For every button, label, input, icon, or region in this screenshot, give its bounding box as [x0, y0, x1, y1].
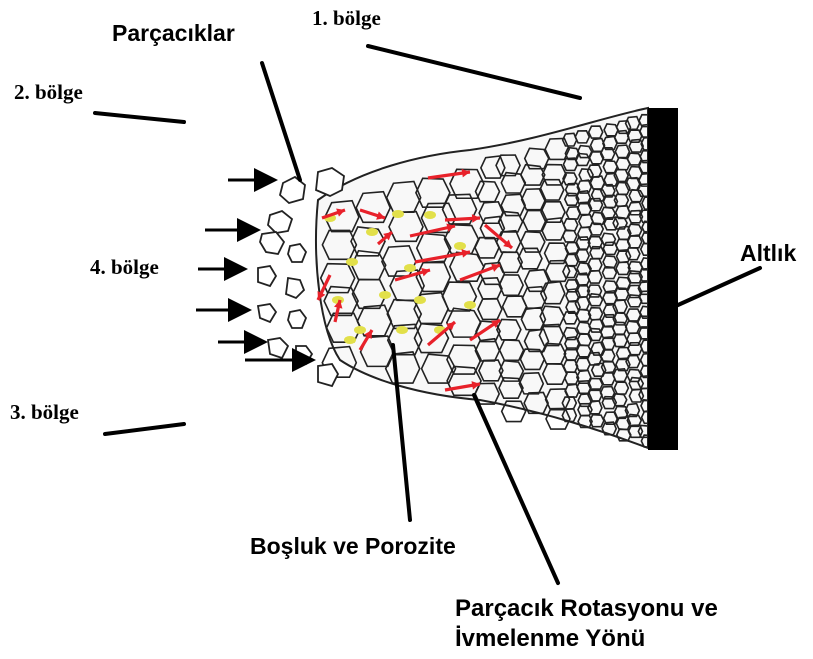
substrate-line — [678, 268, 760, 305]
zone1-line — [368, 46, 580, 98]
void-spot — [454, 242, 466, 250]
void-spot — [379, 291, 391, 299]
incoming-particle — [318, 364, 338, 386]
zone3-line — [105, 424, 184, 434]
incoming-particle — [258, 304, 276, 322]
incoming-particle — [268, 338, 288, 358]
incoming-particle — [268, 211, 292, 233]
substrate-bar — [648, 108, 678, 450]
incoming-arrows — [196, 180, 310, 360]
zone3-label: 3. bölge — [10, 400, 79, 425]
zone4-label: 4. bölge — [90, 255, 159, 280]
rotation-line — [474, 395, 558, 583]
void-spot — [366, 228, 378, 236]
incoming-particle — [288, 244, 306, 262]
void-label: Boşluk ve Porozite — [250, 533, 456, 560]
void-spot — [464, 301, 476, 309]
void-spot — [346, 258, 358, 266]
zone1-label: 1. bölge — [312, 6, 381, 31]
particles-label: Parçacıklar — [112, 20, 235, 47]
incoming-particle — [260, 232, 284, 254]
void-spot — [424, 211, 436, 219]
incoming-particle — [288, 310, 306, 328]
incoming-particle — [286, 278, 304, 298]
particles-line — [262, 63, 300, 180]
substrate-label: Altlık — [740, 240, 796, 267]
incoming-particle — [258, 266, 276, 286]
void-spot — [392, 210, 404, 218]
rotation-label-line2: İvmelenme Yönü — [455, 625, 645, 653]
rotation-label-line1: Parçacık Rotasyonu ve — [455, 595, 718, 623]
void-spot — [396, 326, 408, 334]
incoming-particle — [316, 168, 344, 196]
void-spot — [404, 264, 416, 272]
zone2-line — [95, 113, 184, 122]
zone2-label: 2. bölge — [14, 80, 83, 105]
void-spot — [344, 336, 356, 344]
void-spot — [414, 296, 426, 304]
void-spot — [354, 326, 366, 334]
